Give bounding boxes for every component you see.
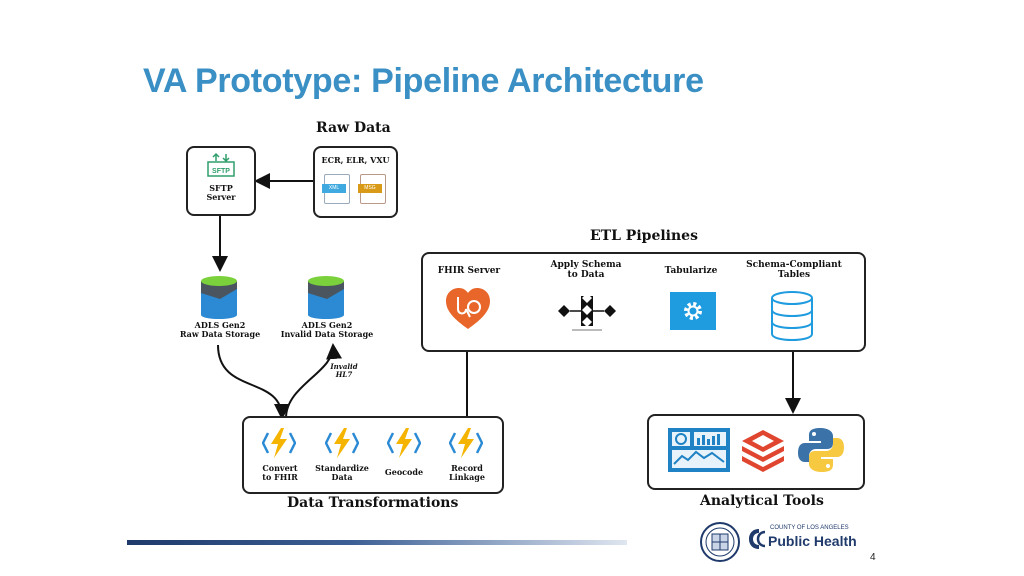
record-linkage-function-icon: [449, 428, 483, 458]
tabularize-gear-icon: [670, 292, 716, 330]
raw-data-header: Raw Data: [316, 120, 391, 136]
sftp-server-icon: SFTP: [207, 152, 235, 177]
logo-county-text: COUNTY OF LOS ANGELES: [770, 525, 849, 531]
standardize-function-icon: [325, 428, 359, 458]
data-transformations-box: [242, 416, 504, 494]
fhir-server-icon: [446, 288, 490, 329]
tabularize-label: Tabularize: [664, 266, 718, 276]
geocode-function-icon: [387, 428, 421, 458]
raw-storage-icon: [201, 276, 237, 319]
xml-file-icon: XML: [322, 174, 350, 204]
msg-file-icon: MSG: [358, 174, 386, 204]
database-tables-icon: [771, 291, 813, 341]
dashboard-icon: [668, 428, 730, 472]
fhir-server-label: FHIR Server: [437, 266, 501, 276]
svg-text:SFTP: SFTP: [212, 168, 230, 175]
step-geocode-label: Geocode: [384, 467, 424, 477]
page-number: 4: [870, 552, 876, 563]
data-transformations-header: Data Transformations: [287, 495, 459, 511]
databricks-icon: [742, 430, 784, 472]
analytical-tools-header: Analytical Tools: [700, 493, 824, 509]
logo-public-health-text: Public Health: [768, 533, 857, 549]
slide-title: VA Prototype: Pipeline Architecture: [143, 62, 704, 100]
python-icon: [798, 428, 844, 472]
raw-data-box: ECR, ELR, VXU XML MSG: [313, 146, 398, 218]
footer-bar: [127, 540, 627, 545]
arrow-transform-to-invalid-storage: [285, 343, 342, 419]
convert-fhir-function-icon: [262, 428, 296, 458]
county-seal-icon: [700, 522, 740, 562]
raw-formats-label: ECR, ELR, VXU: [321, 155, 390, 165]
arrow-raw-storage-to-transform: [217, 344, 290, 420]
etl-pipelines-header: ETL Pipelines: [590, 228, 698, 244]
invalid-storage-icon: [308, 276, 344, 319]
apply-schema-icon: [558, 293, 616, 331]
public-health-logo-icon: [749, 529, 766, 549]
